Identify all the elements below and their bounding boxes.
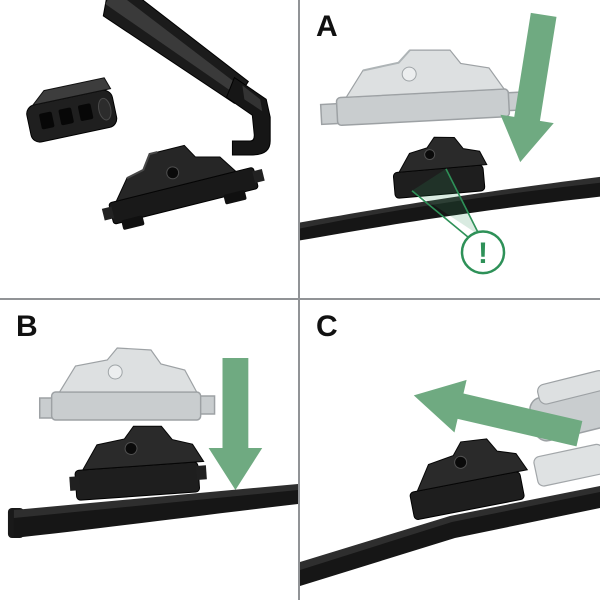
wiper-arm-highlight [105,0,237,92]
clip-slot [39,111,55,130]
down-arrow-icon [500,12,557,163]
callout-wedge [412,168,481,237]
panel-b: B [0,300,300,600]
mounted-adapter [409,438,529,520]
adapter-edge-highlight [126,151,158,179]
blade-spoiler-edge [300,486,600,570]
parts-illustration [26,0,271,230]
blade-body [13,486,298,538]
adapter-tab [69,476,81,491]
mounted-connector [392,136,488,199]
panel-a-label: A [316,10,338,43]
blade-spoiler-edge [13,484,298,518]
adapter-part [101,144,265,230]
connector-pin-hole [424,149,436,161]
wiper-arm-hook [102,0,271,156]
ghost-adapter-edge [362,49,411,72]
step-c-illustration [300,370,600,586]
left-arrow-shape [413,379,583,447]
mounted-adapter [69,425,207,501]
adapter-profile [416,438,529,492]
adapter-tab [195,465,207,480]
adapter-pin-hole [454,455,468,469]
callout-line [445,168,481,237]
warning-circle [460,230,506,275]
wiper-blade [300,486,600,586]
warning-callout: ! [411,168,506,275]
down-arrow-shape [500,12,557,163]
ghost-adapter [38,347,216,421]
wiper-blade [7,484,298,538]
callout-line [411,190,473,241]
connector-profile [398,136,488,173]
adapter-pin-hole [124,441,138,455]
adapter-tab [252,169,265,183]
blade-body [300,490,600,586]
clip-slot [78,103,94,121]
exclamation-mark: ! [478,237,488,270]
adapter-profile [81,425,205,471]
step-a-illustration: ! [300,12,600,275]
blade-body [300,178,600,241]
blade-spoiler-edge [300,176,600,229]
adapter-pin-hole [166,166,180,180]
left-arrow-icon [413,379,583,447]
adapter-foot [121,215,145,230]
panel-parts [0,0,300,300]
ghost-adapter-base [50,391,202,421]
ghost-adapter-profile [58,347,198,393]
panel-c-label: C [316,310,338,343]
arm-hook-highlight [242,85,263,112]
ghost-adapter [319,49,527,127]
ghost-adapter-profile [345,49,506,98]
panel-c: C [300,300,600,600]
down-arrow-icon [208,358,263,490]
wiper-blade [300,176,600,241]
adapter-tab [101,206,115,221]
clip-end-boss [98,97,112,121]
ghost-clip [533,443,600,487]
clip-slot [58,107,74,126]
down-arrow-shape [208,358,263,490]
arm-hook-end [225,76,271,156]
clip-top-face [31,77,112,106]
panel-a: A [300,0,600,300]
step-b-illustration [7,347,298,538]
connector-clip [26,77,118,143]
ghost-clip-body [533,443,600,487]
adapter-foot [223,190,247,205]
ghost-adapter-hole [401,66,417,82]
panel-b-label: B [16,310,38,343]
ghost-adapter-hole [107,364,123,380]
ghost-arm-top [537,370,600,405]
